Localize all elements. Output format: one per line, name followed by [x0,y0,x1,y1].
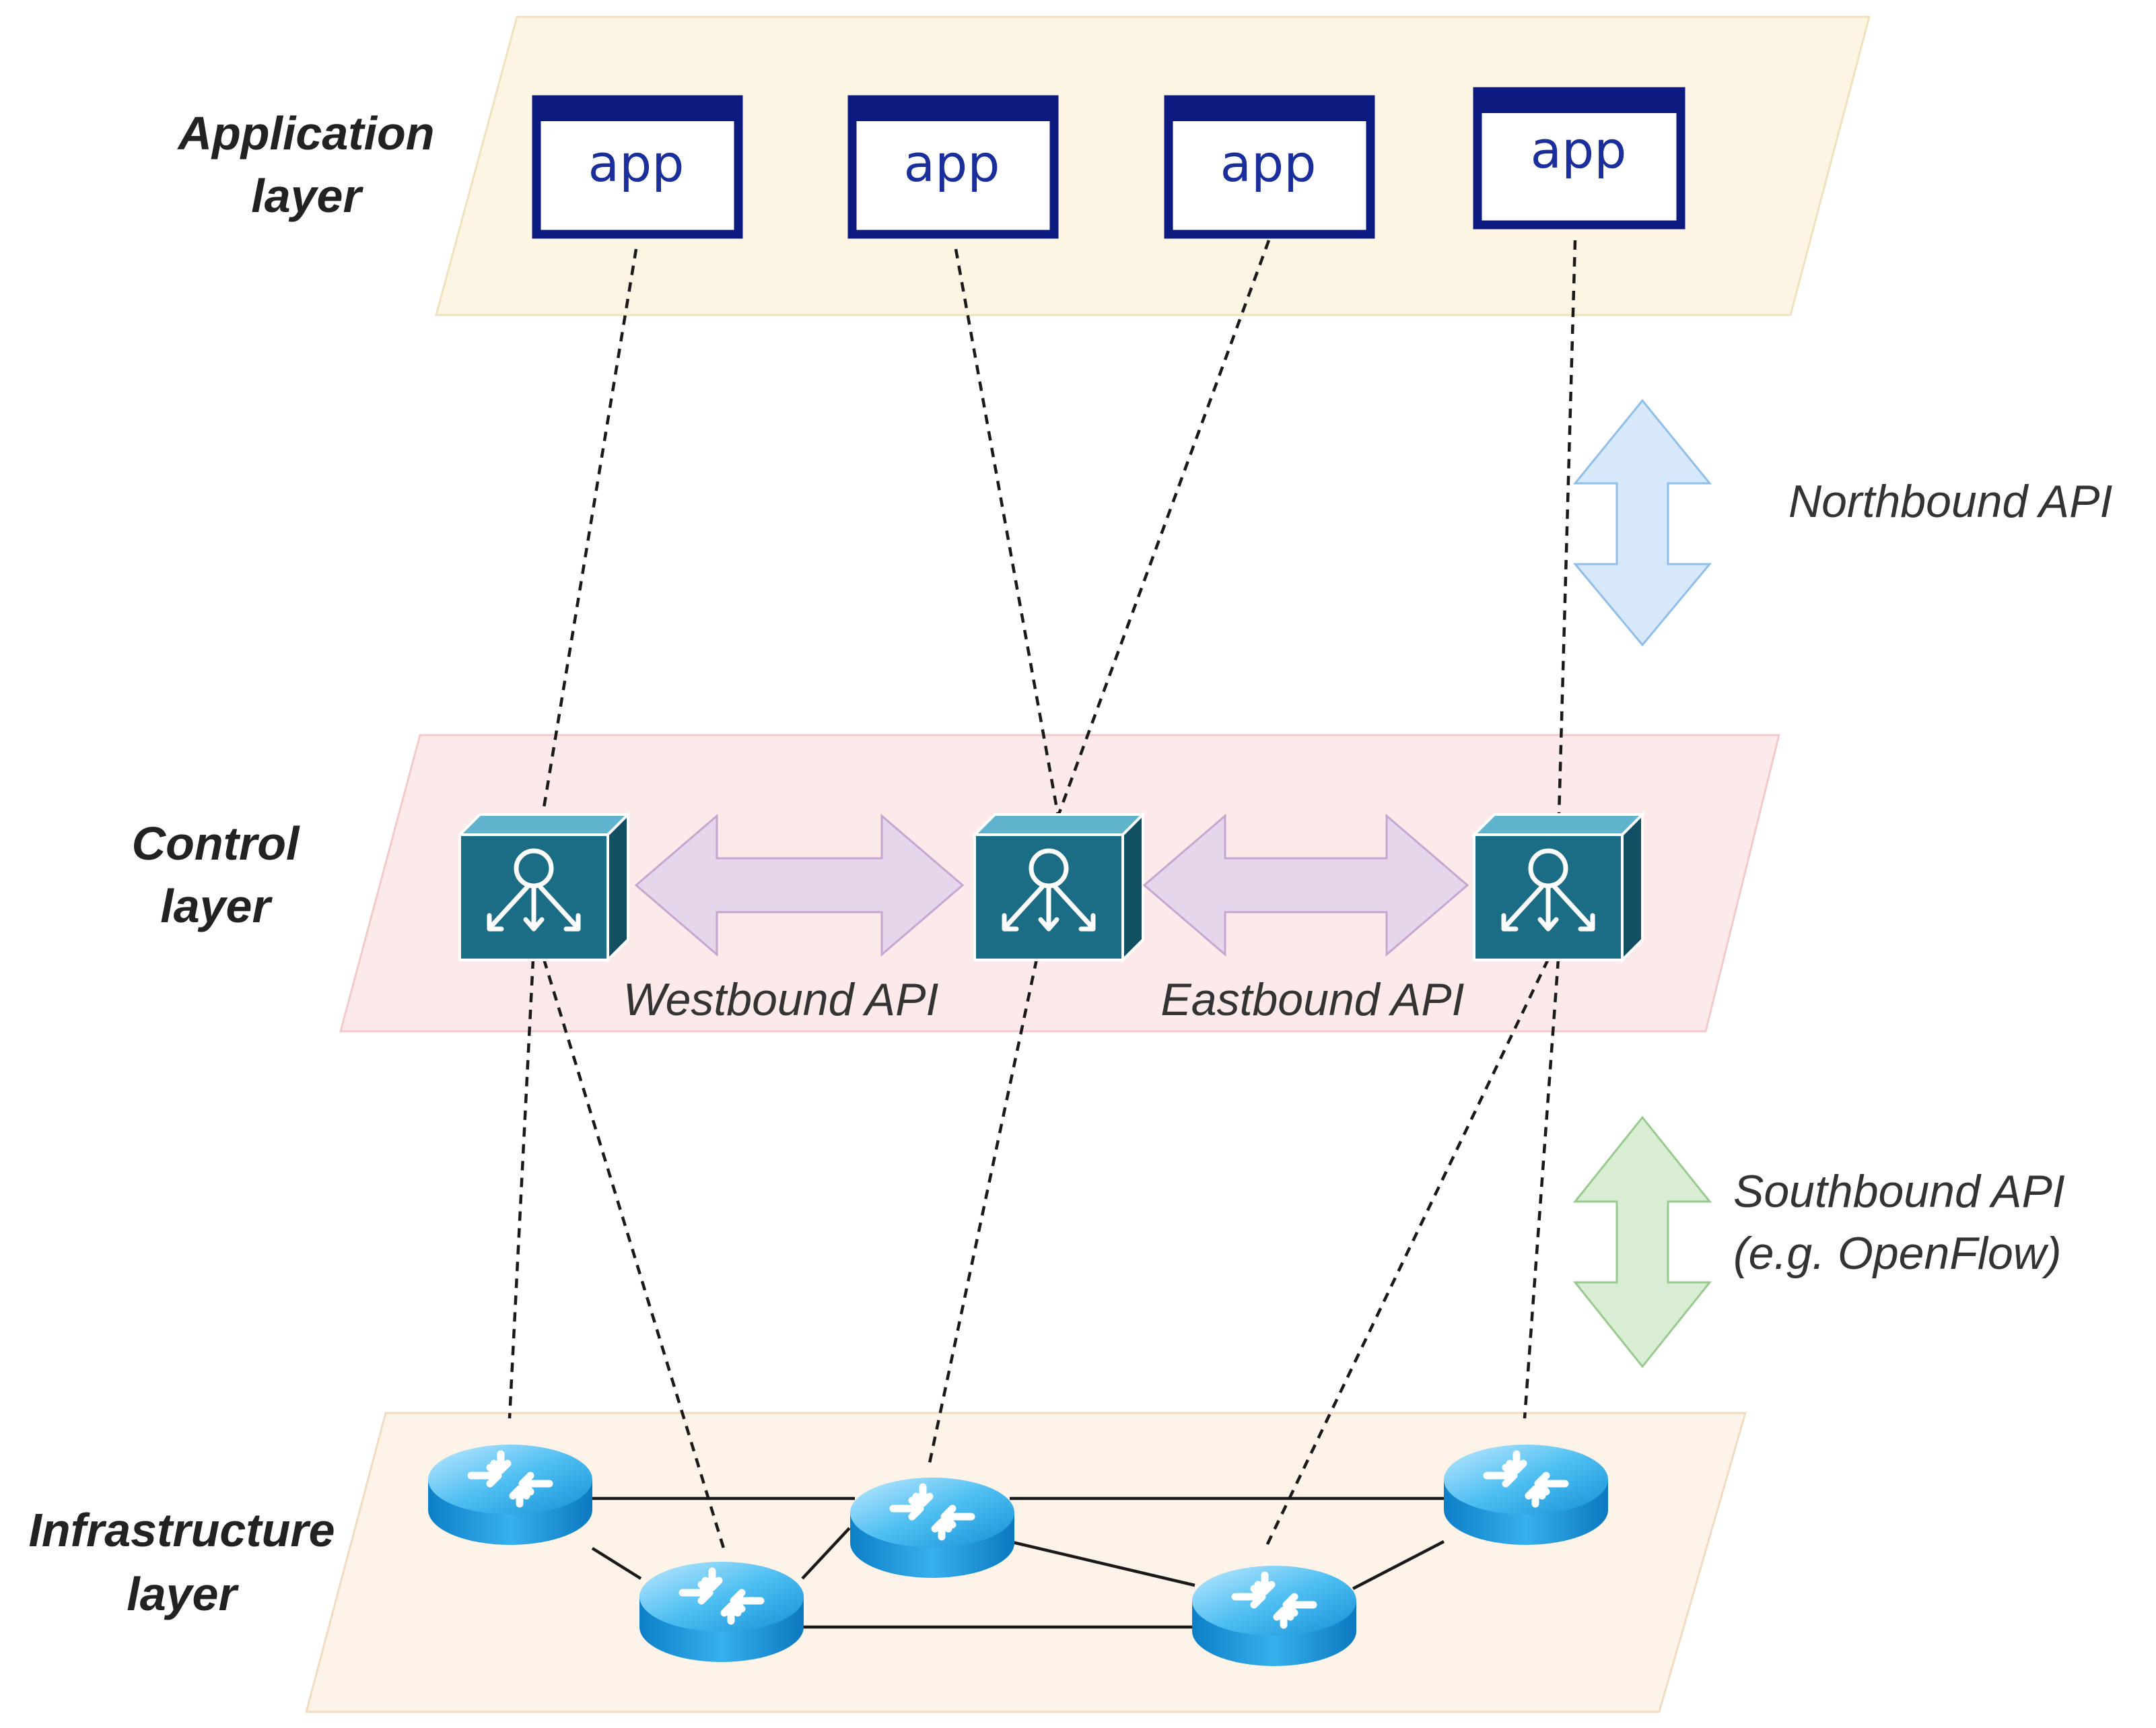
app-window-3: app [1164,95,1375,239]
router-icon [639,1562,804,1662]
control-layer-subtitle: layer [160,880,273,932]
link-r4-r5 [1352,1540,1445,1590]
app-label: app [903,133,1000,193]
router-icon [1444,1445,1608,1545]
southbound-arrow [1572,1115,1712,1369]
northbound-arrow [1572,399,1712,647]
app-label: app [588,133,684,193]
infrastructure-layer-subtitle: layer [127,1568,239,1620]
infrastructure-layer-title: Infrastructure [28,1504,335,1556]
controller-icon [460,815,628,960]
app-window-4: app [1473,87,1685,230]
link-r3-r4 [1009,1540,1195,1587]
southbound-api-label: Southbound API [1733,1166,2065,1217]
controller-icon [1474,815,1642,960]
westbound-api-label: Westbound API [623,974,939,1025]
dashed-connections [508,240,1577,1549]
northbound-api-label: Northbound API [1788,476,2112,527]
app-label: app [1220,133,1316,193]
application-layer-title: Application [176,107,434,160]
link-r2-r3 [801,1527,851,1580]
southbound-api-example: (e.g. OpenFlow) [1733,1228,2062,1279]
eastbound-arrow [1142,813,1469,957]
router-icon [850,1478,1014,1578]
control-layer-title: Control [132,817,300,870]
link-r1-r2 [591,1547,642,1580]
app-window-2: app [847,95,1059,239]
router-icon [428,1445,592,1545]
app-window-1: app [532,95,743,239]
application-layer-subtitle: layer [251,170,363,222]
app-label: app [1530,120,1626,180]
infrastructure-links [591,1496,1445,1629]
router-icon [1192,1566,1356,1666]
controller-icon [975,815,1143,960]
eastbound-api-label: Eastbound API [1160,974,1464,1025]
westbound-arrow [634,813,965,957]
